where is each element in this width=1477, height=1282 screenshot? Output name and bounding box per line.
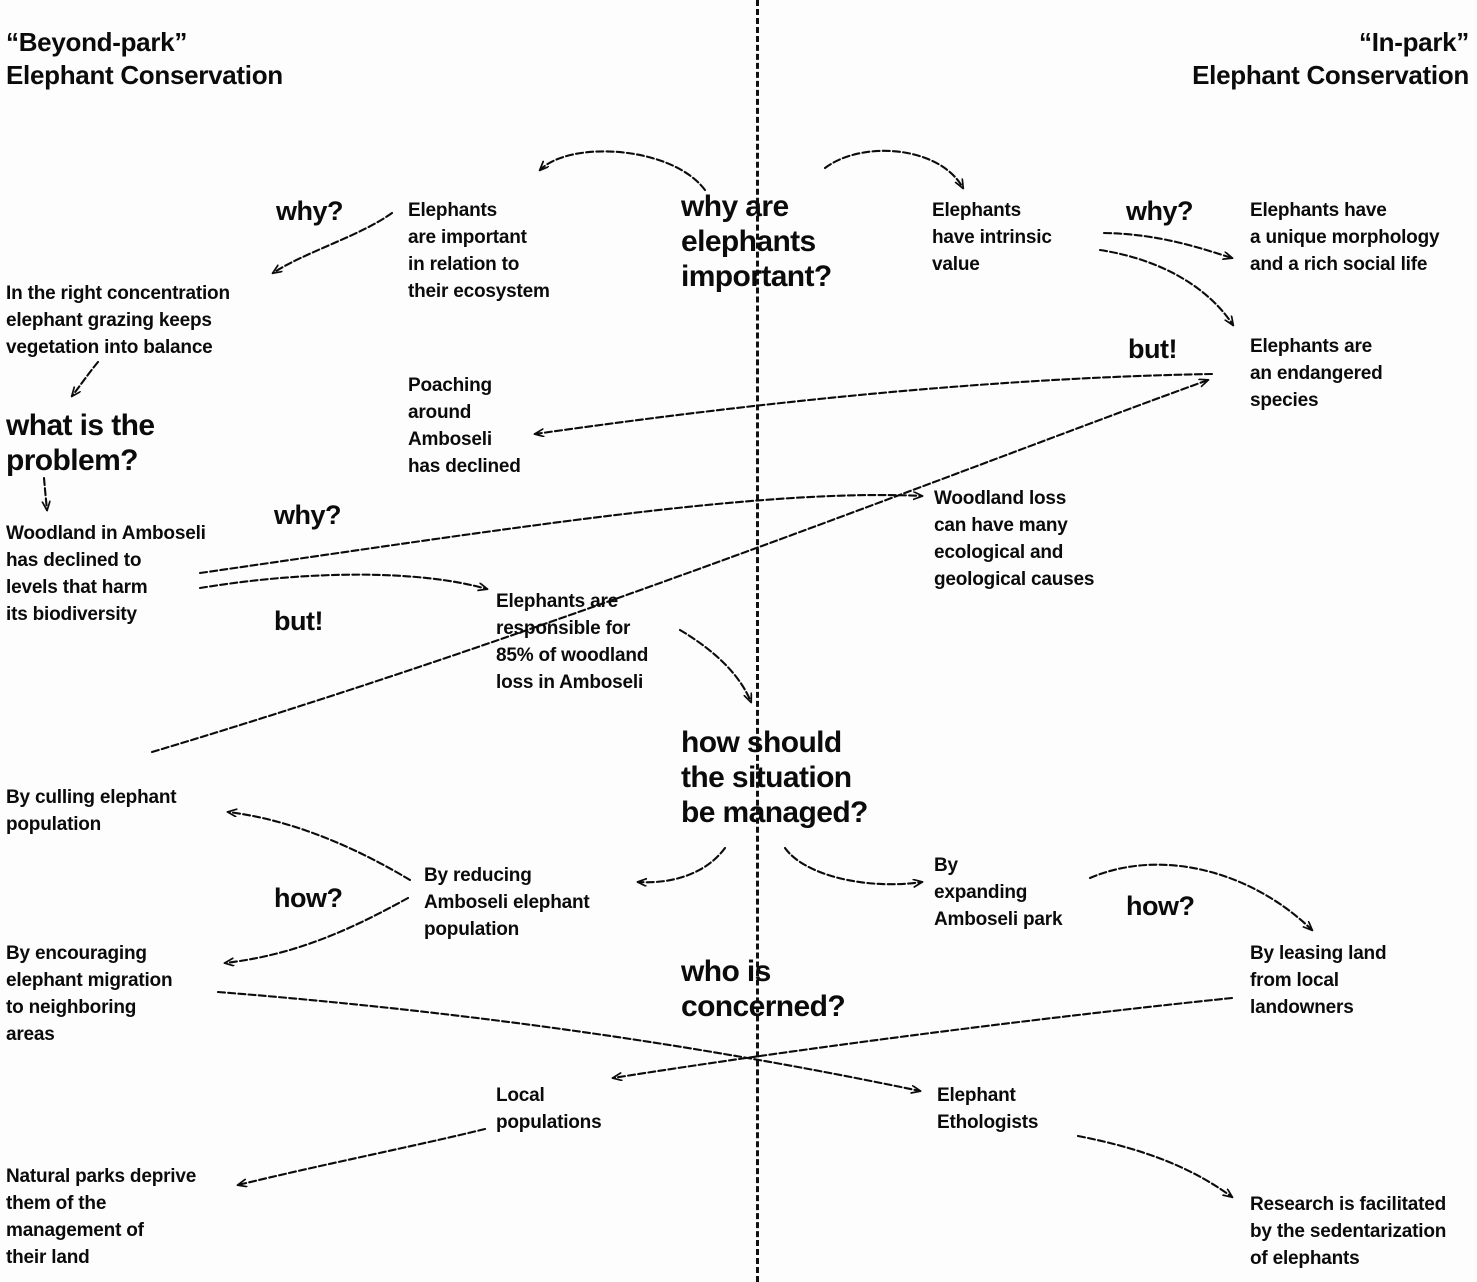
arrow-how-managed-to-expanding (783, 846, 922, 884)
claim-woodland-causes: Woodland loss can have many ecological a… (934, 488, 1095, 590)
arrow-expanding-to-leasing (1088, 863, 1312, 930)
arrow-why-important-to-intrinsic (823, 149, 963, 188)
header-in-park: “In-park” Elephant Conservation (1192, 27, 1469, 91)
claim-poaching-declined: Poaching around Amboseli has declined (408, 375, 521, 477)
claim-endangered-species: Elephants are an endangered species (1250, 336, 1383, 411)
claim-research-facilitated: Research is facilitated by the sedentari… (1250, 1194, 1447, 1269)
claim-unique-morphology: Elephants have a unique morphology and a… (1250, 200, 1440, 275)
claim-encouraging-migration: By encouraging elephant migration to nei… (6, 943, 173, 1045)
arrow-why-important-to-ecosystem (540, 150, 707, 192)
claim-woodland-declined: Woodland in Amboseli has declined to lev… (6, 523, 206, 625)
arrow-intrinsic-to-endangered (1098, 248, 1233, 325)
claim-natural-parks-deprive: Natural parks deprive them of the manage… (6, 1166, 197, 1268)
claim-intrinsic-value: Elephants have intrinsic value (932, 200, 1052, 275)
claim-ecosystem: Elephants are important in relation to t… (408, 200, 550, 302)
connective-why-mid-left: why? (274, 500, 342, 530)
arrow-ethologists-to-research (1076, 1134, 1232, 1197)
claim-reducing-population: By reducing Amboseli elephant population (424, 865, 590, 940)
claim-elephant-ethologists: Elephant Ethologists (937, 1085, 1039, 1133)
claim-grazing-balance: In the right concentration elephant graz… (6, 283, 230, 358)
arrow-what-problem-to-woodland-declined (44, 476, 47, 510)
connective-but-right: but! (1128, 334, 1177, 364)
arrow-local-populations-to-natural-parks (238, 1127, 487, 1185)
arrow-how-managed-to-reducing (638, 846, 727, 882)
connective-why-right-top: why? (1126, 196, 1194, 226)
arrow-intrinsic-to-morphology (1102, 231, 1232, 258)
connective-how-left: how? (274, 883, 343, 913)
claim-local-populations: Local populations (496, 1085, 602, 1133)
connective-how-right: how? (1126, 891, 1195, 921)
arrow-woodland-declined-to-responsible (198, 573, 487, 589)
claim-leasing-land: By leasing land from local landowners (1250, 943, 1387, 1018)
claim-elephants-responsible: Elephants are responsible for 85% of woo… (496, 591, 649, 693)
connective-but-mid-left: but! (274, 606, 323, 636)
claim-expanding-park: By expanding Amboseli park (934, 855, 1063, 930)
header-beyond-park: “Beyond-park” Elephant Conservation (6, 27, 283, 91)
question-what-is-the-problem: what is the problem? (6, 409, 155, 477)
arrow-grazing-to-what-problem (72, 360, 100, 396)
question-who-is-concerned: who is concerned? (681, 955, 846, 1023)
arrow-responsible-to-how-managed (678, 628, 751, 702)
arrow-endangered-to-poaching (535, 372, 1214, 434)
claim-culling-population: By culling elephant population (6, 787, 177, 835)
question-how-should-be-managed: how should the situation be managed? (681, 726, 868, 829)
question-why-elephants-important: why are elephants important? (681, 190, 832, 293)
connective-why-left-top: why? (276, 196, 344, 226)
arrow-reducing-to-culling (228, 812, 412, 882)
